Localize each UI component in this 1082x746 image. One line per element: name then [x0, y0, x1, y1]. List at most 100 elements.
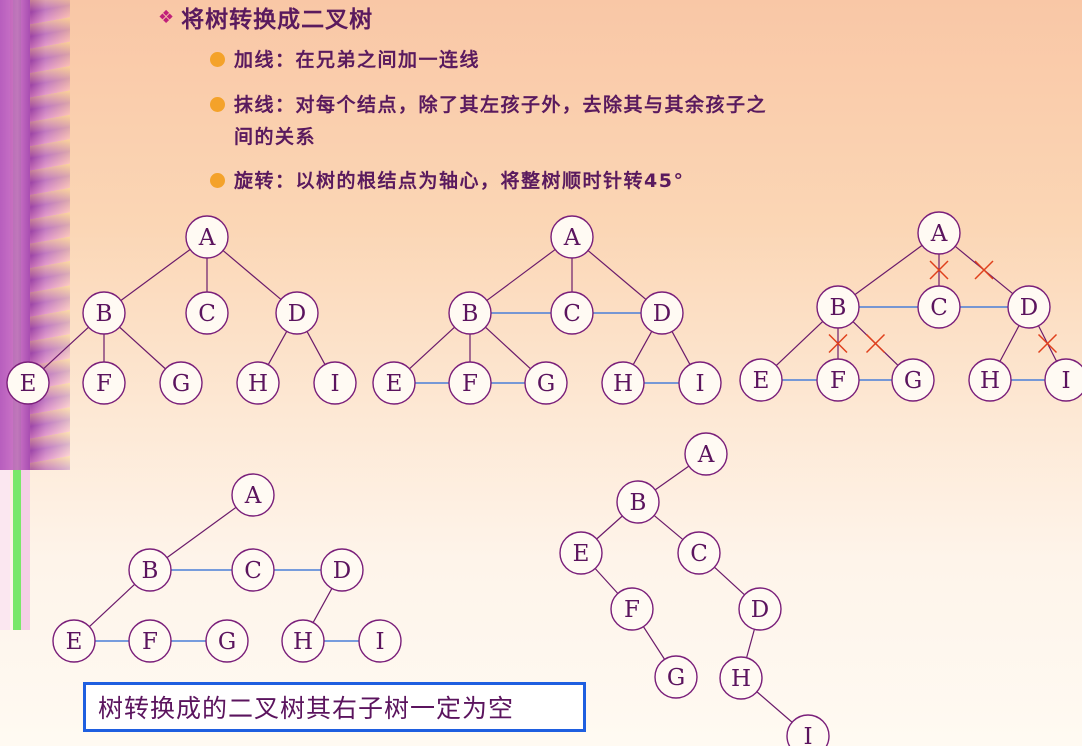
- diamond-bullet-icon: ❖: [158, 6, 176, 28]
- tree-node-F: F: [816, 358, 860, 402]
- node-label: F: [462, 371, 478, 397]
- node-label: H: [980, 368, 1000, 394]
- tree-node-D: D: [320, 548, 364, 592]
- node-label: F: [830, 368, 846, 394]
- edge-H-I: [756, 691, 793, 723]
- tree-node-G: G: [654, 655, 698, 699]
- node-label: G: [172, 371, 190, 397]
- tree-node-B: B: [816, 285, 860, 329]
- tree-node-C: C: [550, 291, 594, 335]
- node-label: H: [731, 666, 751, 692]
- edge-E-F: [594, 568, 619, 594]
- conclusion-box: 树转换成的二叉树其右子树一定为空: [83, 682, 586, 732]
- node-label: I: [1061, 368, 1070, 394]
- tree-node-H: H: [236, 361, 280, 405]
- tree-node-E: E: [6, 361, 50, 405]
- diagram-remove-lines: A B C D E F G H I: [739, 211, 1082, 402]
- tree-node-G: G: [205, 619, 249, 663]
- cross-mark-icon: [929, 260, 949, 280]
- node-label: E: [573, 541, 590, 567]
- node-label: I: [803, 724, 812, 746]
- tree-node-G: G: [524, 361, 568, 405]
- node-label: I: [695, 371, 704, 397]
- bullet-label: 加线: [234, 49, 276, 71]
- edge-B-E: [409, 326, 455, 370]
- edge-D-H: [745, 629, 756, 658]
- node-label: E: [753, 368, 770, 394]
- conclusion-text: 树转换成的二叉树其右子树一定为空: [98, 694, 515, 723]
- bullet-text: ：以树的根结点为轴心，将整树顺时针转45°: [275, 170, 685, 192]
- node-label: I: [375, 629, 384, 655]
- edge-A-B: [654, 465, 690, 491]
- edge-B-C: [653, 515, 684, 540]
- edge-D-H: [312, 588, 333, 623]
- node-label: B: [142, 558, 159, 584]
- tree-node-F: F: [128, 619, 172, 663]
- node-label: A: [930, 221, 948, 247]
- tree-node-E: E: [52, 619, 96, 663]
- tree-node-I: I: [1044, 358, 1082, 402]
- bullet-erase-lines: 抹线：对每个结点，除了其左孩子外，去除其与其余孩子之 间的关系: [210, 89, 1030, 153]
- tree-node-F: F: [82, 361, 126, 405]
- tree-node-B: B: [128, 548, 172, 592]
- edge-B-E: [775, 321, 824, 366]
- node-label: D: [1020, 295, 1038, 321]
- tree-node-A: A: [185, 215, 229, 259]
- node-label: F: [624, 597, 640, 623]
- node-label: G: [904, 368, 922, 394]
- tree-node-A: A: [917, 211, 961, 255]
- edge-A-D: [222, 250, 282, 300]
- node-label: D: [751, 597, 769, 623]
- tree-node-G: G: [159, 361, 203, 405]
- tree-node-C: C: [917, 285, 961, 329]
- edge-A-B: [120, 248, 191, 302]
- node-label: C: [930, 295, 948, 321]
- node-label: H: [248, 371, 268, 397]
- node-label: D: [333, 558, 351, 584]
- edge-A-D: [587, 250, 647, 300]
- tree-node-A: A: [550, 215, 594, 259]
- cross-mark-icon: [974, 260, 994, 280]
- bullet-add-lines: 加线：在兄弟之间加一连线: [210, 44, 480, 76]
- edge-D-H: [632, 331, 653, 365]
- edge-C-D: [714, 566, 745, 596]
- node-label: D: [288, 301, 306, 327]
- tree-node-H: H: [719, 656, 763, 700]
- bullet-label: 抹线: [234, 94, 276, 116]
- tree-node-A: A: [231, 473, 275, 517]
- tree-node-H: H: [601, 361, 645, 405]
- edge-A-B: [166, 506, 237, 559]
- edge-B-G: [485, 326, 531, 370]
- node-label: E: [20, 371, 37, 397]
- tree-node-E: E: [559, 531, 603, 575]
- bullet-text: ：对每个结点，除了其左孩子外，去除其与其余孩子之: [275, 94, 768, 116]
- node-label: G: [537, 371, 555, 397]
- tree-node-I: I: [358, 619, 402, 663]
- node-label: D: [653, 301, 671, 327]
- bullet-label: 旋转: [234, 170, 276, 192]
- node-label: C: [690, 541, 708, 567]
- edge-D-H: [999, 325, 1020, 362]
- node-label: H: [613, 371, 633, 397]
- tree-node-H: H: [281, 619, 325, 663]
- node-label: E: [386, 371, 403, 397]
- node-label: C: [563, 301, 581, 327]
- node-label: F: [96, 371, 112, 397]
- bullet-text: ：在兄弟之间加一连线: [275, 49, 481, 71]
- node-label: F: [142, 629, 158, 655]
- node-label: C: [244, 558, 262, 584]
- edge-B-E: [596, 515, 623, 540]
- slide-title: ❖ 将树转换成二叉树: [158, 2, 374, 34]
- node-label: G: [667, 665, 685, 691]
- tree-node-A: A: [684, 432, 728, 476]
- cross-mark-icon: [828, 333, 848, 354]
- tree-node-B: B: [448, 291, 492, 335]
- cross-mark-icon: [865, 333, 886, 354]
- node-label: I: [330, 371, 339, 397]
- slide-title-text: 将树转换成二叉树: [181, 7, 374, 33]
- node-label: A: [244, 483, 262, 509]
